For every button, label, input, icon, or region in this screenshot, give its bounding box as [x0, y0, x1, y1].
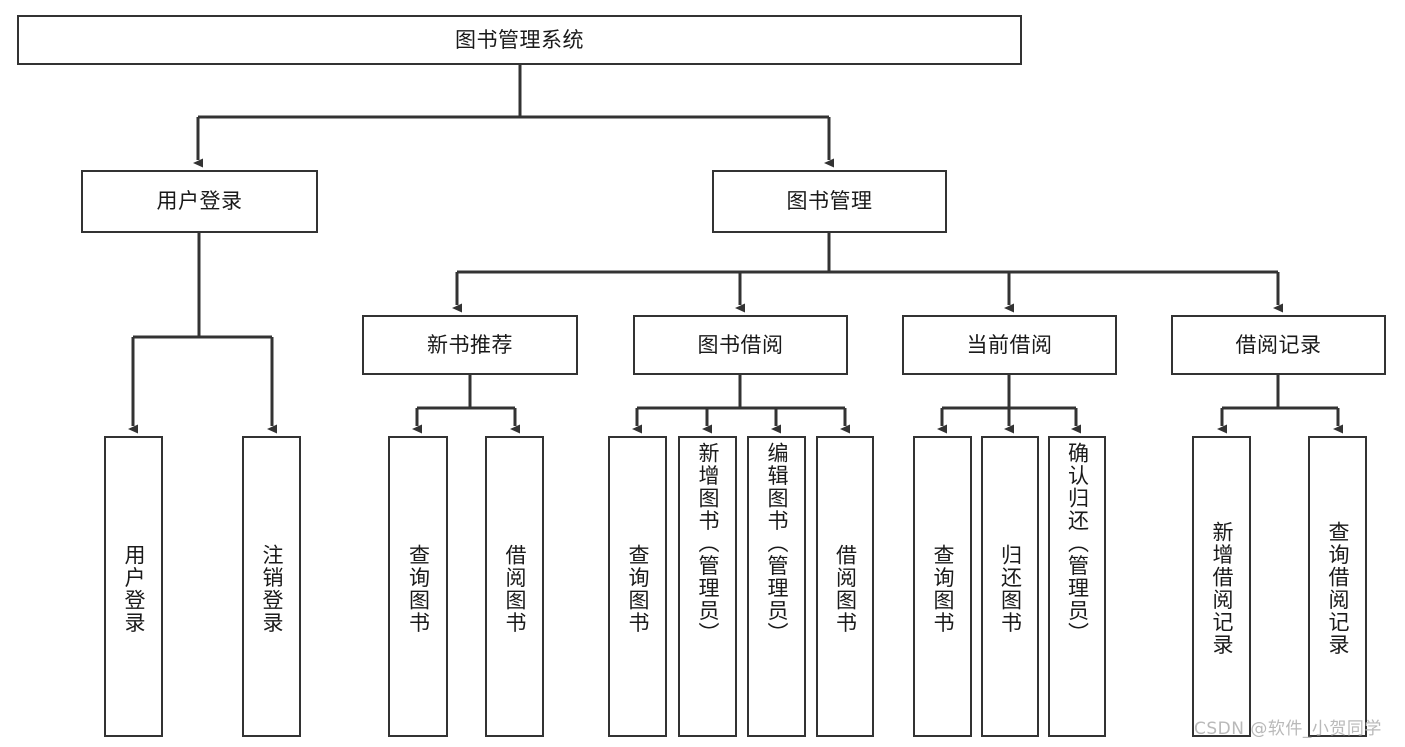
node-leaf-query-book-3-label: 查询图书 — [931, 543, 955, 634]
node-root[interactable]: 图书管理系统 — [17, 15, 1022, 65]
node-leaf-confirm-return[interactable]: 确认归还（管理员） — [1048, 436, 1106, 737]
node-book-management[interactable]: 图书管理 — [712, 170, 947, 233]
connector-borrowrecord-to-leaves — [1217, 375, 1343, 434]
node-root-label: 图书管理系统 — [455, 27, 584, 52]
node-leaf-confirm-return-label: 确认归还（管理员） — [1065, 442, 1090, 645]
node-leaf-query-book-1-label: 查询图书 — [406, 543, 431, 634]
connector-newbook-to-leaves — [412, 375, 520, 434]
node-leaf-query-record[interactable]: 查询借阅记录 — [1308, 436, 1367, 737]
connector-bookmgmt-to-level3 — [452, 233, 1283, 313]
connector-root-to-level2 — [193, 64, 834, 168]
node-user-login[interactable]: 用户登录 — [81, 170, 318, 233]
node-leaf-user-login-label: 用户登录 — [122, 543, 146, 634]
node-leaf-return-book[interactable]: 归还图书 — [981, 436, 1039, 737]
node-leaf-add-book-label: 新增图书（管理员） — [696, 442, 720, 645]
node-leaf-user-logout[interactable]: 注销登录 — [242, 436, 301, 737]
node-current-borrow-label: 当前借阅 — [966, 332, 1053, 357]
node-book-management-label: 图书管理 — [786, 189, 873, 214]
node-leaf-borrow-book-2[interactable]: 借阅图书 — [816, 436, 874, 737]
node-leaf-query-record-label: 查询借阅记录 — [1326, 521, 1350, 656]
node-leaf-query-book-3[interactable]: 查询图书 — [913, 436, 972, 737]
node-leaf-user-logout-label: 注销登录 — [260, 543, 284, 634]
node-leaf-add-record[interactable]: 新增借阅记录 — [1192, 436, 1251, 737]
csdn-watermark: CSDN @软件_小贺同学 — [1194, 719, 1382, 739]
node-leaf-borrow-book-2-label: 借阅图书 — [833, 543, 858, 634]
node-leaf-add-record-label: 新增借阅记录 — [1210, 521, 1234, 656]
node-current-borrow[interactable]: 当前借阅 — [902, 315, 1117, 375]
node-leaf-query-book-2[interactable]: 查询图书 — [608, 436, 667, 737]
node-leaf-return-book-label: 归还图书 — [998, 543, 1023, 634]
connector-userlogin-to-leaves — [128, 233, 277, 434]
node-borrow-record[interactable]: 借阅记录 — [1171, 315, 1386, 375]
node-new-book-recommend-label: 新书推荐 — [427, 332, 513, 357]
node-leaf-query-book-1[interactable]: 查询图书 — [388, 436, 448, 737]
node-leaf-add-book[interactable]: 新增图书（管理员） — [678, 436, 737, 737]
node-leaf-edit-book[interactable]: 编辑图书（管理员） — [747, 436, 806, 737]
node-new-book-recommend[interactable]: 新书推荐 — [362, 315, 578, 375]
node-leaf-borrow-book-1[interactable]: 借阅图书 — [485, 436, 544, 737]
node-borrow-record-label: 借阅记录 — [1235, 332, 1322, 357]
connector-bookborrow-to-leaves — [632, 375, 850, 434]
node-leaf-query-book-2-label: 查询图书 — [626, 543, 650, 634]
node-leaf-edit-book-label: 编辑图书（管理员） — [765, 442, 789, 645]
node-book-borrow[interactable]: 图书借阅 — [633, 315, 848, 375]
node-leaf-borrow-book-1-label: 借阅图书 — [503, 543, 527, 634]
node-book-borrow-label: 图书借阅 — [697, 332, 784, 357]
connector-currentborrow-to-leaves — [937, 375, 1081, 434]
node-user-login-label: 用户登录 — [156, 189, 243, 214]
node-leaf-user-login[interactable]: 用户登录 — [104, 436, 163, 737]
